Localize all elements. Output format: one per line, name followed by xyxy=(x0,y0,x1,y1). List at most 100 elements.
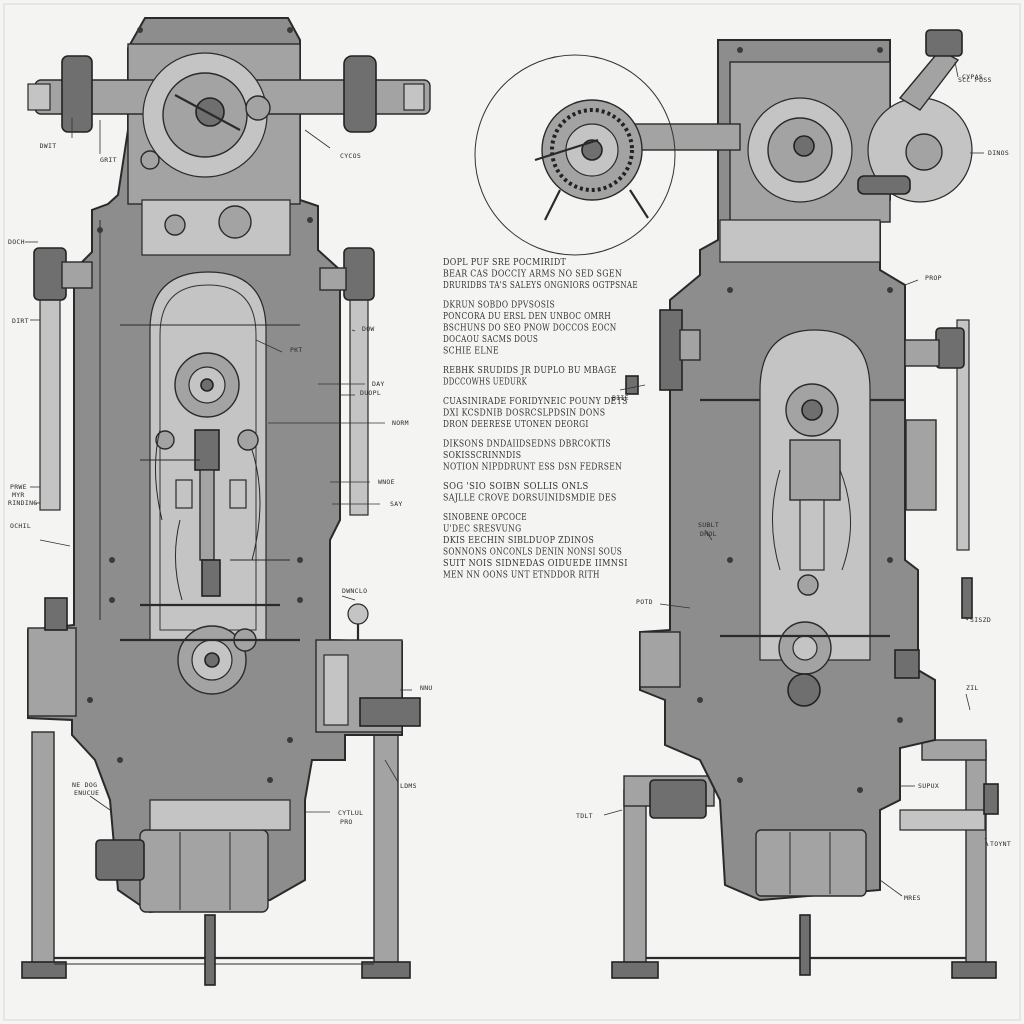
left-callout: DIRT xyxy=(12,317,40,325)
leader-line xyxy=(619,384,646,391)
spec-line: SUIT NOIS SIDNEDAS OIDUEDE IIMNSI xyxy=(443,558,628,569)
spec-line: CUASINIRADE FORIDYNEIC POUNY DETS xyxy=(443,396,628,407)
callout-label: SCC PDSS xyxy=(958,76,992,84)
spec-line: DOPL PUF SRE POCMIRIDT xyxy=(443,257,566,268)
callout-label: WNOE xyxy=(378,478,395,486)
spec-line: SAJLLE CROVE DORSUINIDSMDIE DES xyxy=(443,493,617,504)
callout-label: CYCOS xyxy=(340,152,361,160)
left-callout: SAY xyxy=(332,500,403,508)
callout-label: RINDING xyxy=(8,499,38,507)
callout-label: NORM xyxy=(392,419,409,427)
left-base-motor xyxy=(139,829,269,913)
left-callout: NE DOG xyxy=(72,781,111,811)
spec-line: DIKSONS DNDAIIDSEDNS DBRCOKTIS xyxy=(443,439,611,450)
spec-line: SOKISSCRINNDIS xyxy=(443,450,521,461)
callout-label: POTD xyxy=(636,598,653,606)
leader-line xyxy=(704,529,713,541)
leader-line xyxy=(659,603,691,609)
left-callout: ENUCUE xyxy=(74,789,99,797)
right-callout: ZIL xyxy=(965,684,978,711)
leader-line xyxy=(984,837,989,847)
right-callout: POTD xyxy=(636,598,691,609)
leader-line xyxy=(304,129,331,149)
callout-label: PROP xyxy=(925,274,942,282)
left-callout: DUOPL xyxy=(340,389,381,397)
left-callout: DAY xyxy=(318,380,385,388)
callout-label: NE DOG xyxy=(72,781,97,789)
callout-label: NNU xyxy=(420,684,433,692)
spec-line: DXI KCSDNIB DOSRCSLPDSIN DONS xyxy=(443,408,605,419)
left-callout: CYCOS xyxy=(304,129,361,160)
left-callout: CYTLUL xyxy=(306,809,363,817)
spec-line: SCHIE ELNE xyxy=(443,346,499,357)
right-callout: SUPUX xyxy=(900,782,939,790)
callout-label: SUBLT xyxy=(698,521,719,529)
callout-label: DOCH xyxy=(8,238,25,246)
spec-line: DRURIDBS TA'S SALEYS ONGNIORS OGTPSNAE xyxy=(443,280,638,291)
callout-label: ENUCUE xyxy=(74,789,99,797)
right-callout: PROP xyxy=(904,274,942,286)
callout-label: SUPUX xyxy=(918,782,939,790)
callout-label: DOW xyxy=(362,325,375,333)
callout-label: BIIE xyxy=(612,394,629,402)
right-machine xyxy=(474,29,999,979)
left-callout: NNU xyxy=(400,684,433,692)
left-machine xyxy=(21,17,431,986)
sheet-border xyxy=(3,3,1021,1021)
callout-label: DIRT xyxy=(12,317,29,325)
leader-line xyxy=(879,879,903,897)
leader-line xyxy=(603,809,623,816)
left-callout: WNOE xyxy=(330,478,395,486)
spec-line: DKRUN SOBDO DPVSOSIS xyxy=(443,300,555,311)
callout-label: MYR xyxy=(12,491,25,499)
callout-label: DWNCLO xyxy=(342,587,367,595)
callout-label: PRWE xyxy=(10,483,27,491)
right-gear-swing-circle xyxy=(474,54,676,256)
right-callout: MRES xyxy=(879,879,921,902)
leader-line xyxy=(341,595,356,601)
right-callout: SISZD xyxy=(964,616,991,624)
spec-line: DRON DEERESE UTONEN DEORGI xyxy=(443,419,589,430)
callout-label: SISZD xyxy=(970,616,991,624)
left-lower-left-box xyxy=(27,627,77,717)
callout-label: DINOS xyxy=(988,149,1009,157)
callout-label: CYPAS xyxy=(962,73,983,81)
right-callout: DINOS xyxy=(970,149,1009,157)
left-callout: PKT xyxy=(255,339,303,354)
spec-line: MEN NN OONS UNT ETNDDOR RITH xyxy=(443,570,600,581)
callout-label: TOYNT xyxy=(990,840,1011,848)
right-callout: SCC PDSS xyxy=(958,76,992,84)
right-callout: DHOL xyxy=(700,530,717,538)
left-callout: LDMS xyxy=(384,759,417,790)
left-callout: DWNCLO xyxy=(341,587,367,601)
right-side-column xyxy=(956,319,970,551)
leader-line xyxy=(255,339,283,353)
callout-label: PKT xyxy=(290,346,303,354)
callout-layer: DWIT GRIT DOCH CYCOS DIRT PKT DOW DAY NORM WNOE PR… xyxy=(8,61,1011,902)
left-callout: OCHIL xyxy=(10,522,71,547)
left-bolts xyxy=(87,27,313,783)
callout-label: MRES xyxy=(904,894,921,902)
callout-label: DWIT xyxy=(40,142,57,150)
callout-label: DAY xyxy=(372,380,385,388)
spec-line: DKIS EECHIN SIBLDUOP ZDINOS xyxy=(443,535,594,546)
spec-line: DDCCOWHS UEDURK xyxy=(443,377,527,388)
spec-line: PONCORA DU ERSL DEN UNBOC OMRH xyxy=(443,311,611,322)
left-stand xyxy=(21,731,411,986)
callout-label: SAY xyxy=(390,500,403,508)
callout-label: DHOL xyxy=(700,530,717,538)
right-callout: BIIE xyxy=(612,384,646,402)
spec-line: DOCAOU SACMS DOUS xyxy=(443,334,538,345)
spec-line: U'DEC SRESVUNG xyxy=(443,524,521,535)
callout-label: GRIT xyxy=(100,156,117,164)
left-callout: NORM xyxy=(268,419,409,427)
spec-line: SONNONS ONCONLS DENIN NONSI SOUS xyxy=(443,547,622,558)
callout-label: DUOPL xyxy=(360,389,381,397)
spec-line: SINOBENE OPCOCE xyxy=(443,512,527,523)
right-base-motor xyxy=(755,829,867,897)
spec-line: SOG 'SIO SOIBN SOLLIS ONLS xyxy=(443,481,589,492)
spec-line: BEAR CAS DOCCIY ARMS NO SED SGEN xyxy=(443,269,622,280)
spec-line: NOTION NIPDDRUNT ESS DSN FEDRSEN xyxy=(443,462,622,473)
